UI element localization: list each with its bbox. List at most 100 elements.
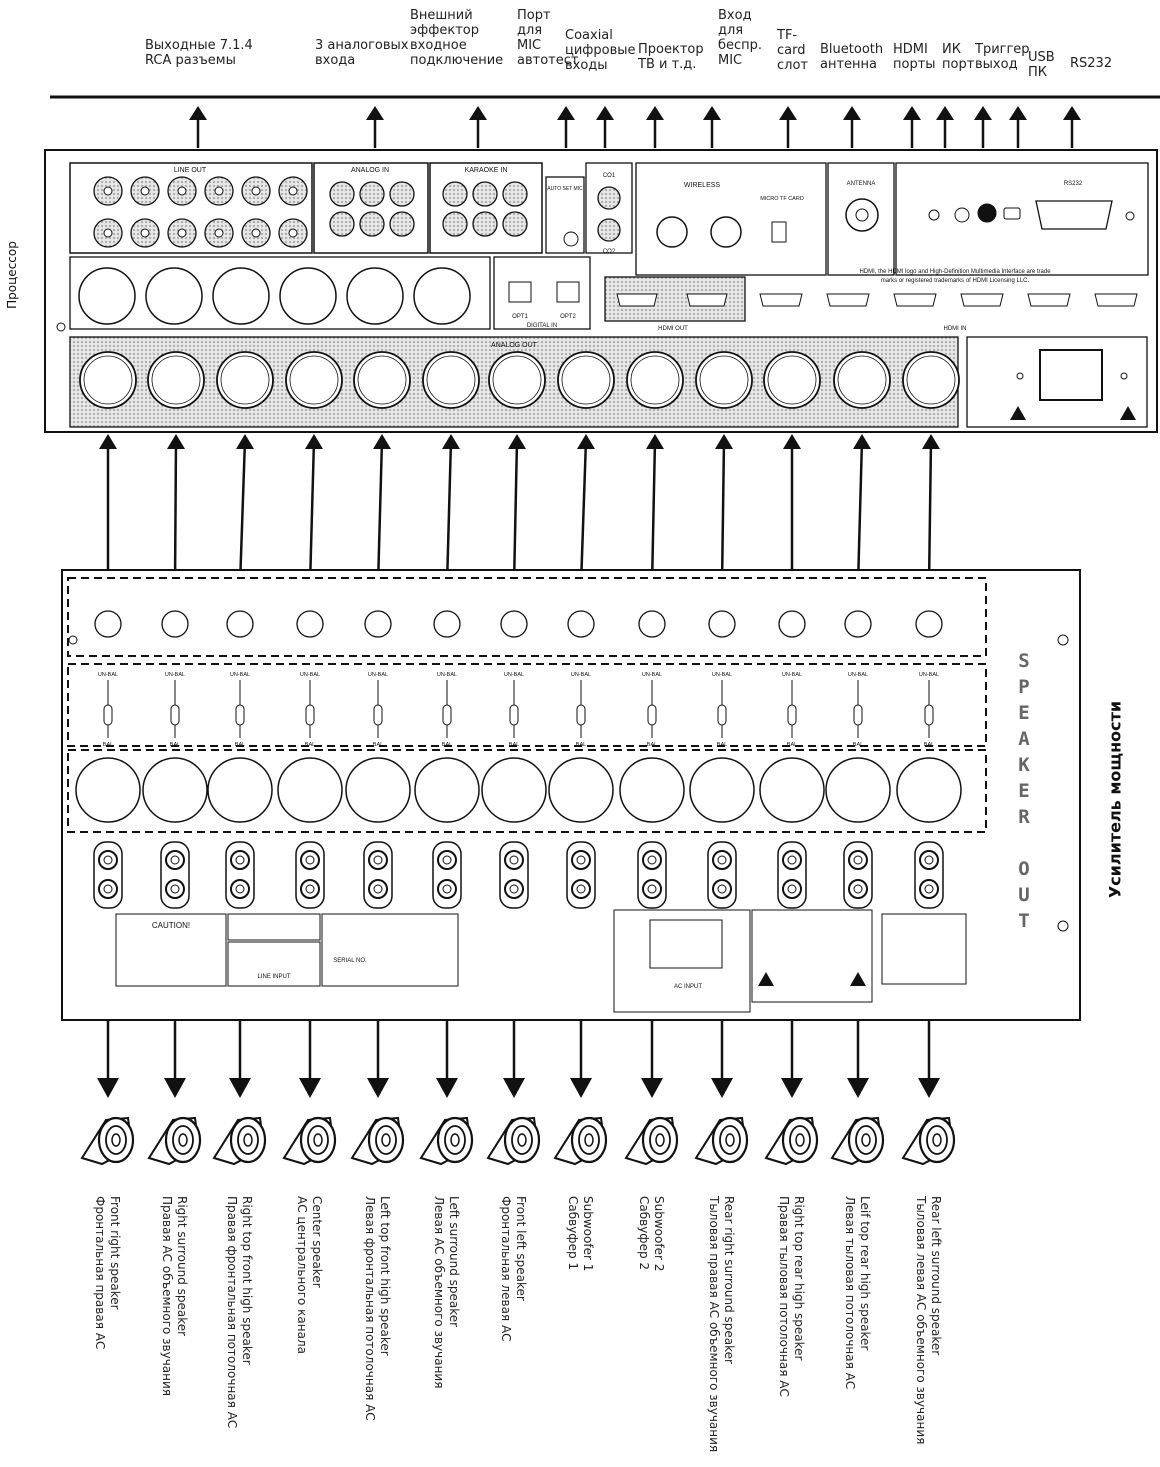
connection-line [720, 439, 726, 586]
binding-post-center [170, 884, 180, 894]
speaker-label-en: Left surround speaker [447, 1196, 461, 1328]
speaker-dust-cap [932, 1133, 942, 1147]
trigger-port [977, 203, 997, 223]
xlr-out-inner [357, 355, 407, 405]
speaker-dust-cap [584, 1133, 594, 1147]
switch-toggle [853, 704, 863, 726]
bal-label: BAL [717, 742, 727, 748]
amp-rca-jack [226, 610, 254, 638]
amp-rca-jack [638, 610, 666, 638]
unbal-label: UN-BAL [98, 672, 118, 678]
speaker-out-letter: A [1018, 728, 1030, 750]
up-arrow-head [596, 106, 614, 120]
rca-jack-center [251, 228, 261, 238]
speaker-label-en: Right surround speaker [175, 1196, 189, 1337]
binding-post-center [103, 855, 113, 865]
connection-arrow-up [373, 434, 391, 449]
amp-rca-jack [296, 610, 324, 638]
speaker-label-ru: Тыловая правая АС объемного звучания [707, 1196, 721, 1453]
opt2-label: OPT2 [560, 314, 576, 320]
rca-jack [329, 211, 355, 237]
amp-xlr-jack [414, 757, 480, 823]
speaker-dust-cap [655, 1133, 665, 1147]
switch-toggle [647, 704, 657, 726]
amp-xlr-jack [825, 757, 891, 823]
amp-xlr-jack [277, 757, 343, 823]
top-label-line: ИК [942, 42, 961, 57]
binding-post-center [305, 884, 315, 894]
xlr-out-inner [906, 355, 956, 405]
speaker-label-en: Rear right surround speaker [722, 1196, 736, 1364]
speaker-arrow-down [781, 1078, 803, 1098]
top-label-line: TF- [777, 28, 798, 43]
rca-jack [502, 181, 528, 207]
xlr-jack [279, 267, 337, 325]
amp-xlr-jack [619, 757, 685, 823]
rca-jack [389, 211, 415, 237]
xlr-out-jack [902, 351, 960, 409]
rca-jack [389, 181, 415, 207]
analog-in-title: ANALOG IN [351, 167, 389, 174]
bal-label: BAL [170, 742, 180, 748]
hdmi-in-port [960, 293, 1004, 307]
screw [1057, 920, 1069, 932]
xlr-out-inner [220, 355, 270, 405]
speaker-icons [80, 1116, 956, 1166]
bal-label: BAL [373, 742, 383, 748]
switch-toggle [373, 704, 383, 726]
coax-jack [597, 218, 621, 242]
top-label-line: ТВ и т.д. [638, 57, 697, 72]
switch-toggle [576, 704, 586, 726]
control-section [895, 162, 1149, 276]
connection-line [376, 439, 384, 586]
binding-post-center [717, 855, 727, 865]
antenna-title: ANTENNA [847, 181, 876, 187]
rs232-port [1035, 200, 1113, 230]
speaker-dust-cap [450, 1133, 460, 1147]
rca-jack-center [214, 228, 224, 238]
connection-arrow-up [305, 434, 323, 449]
binding-post-center [442, 855, 452, 865]
bal-label: BAL [576, 742, 586, 748]
unbal-label: UN-BAL [712, 672, 732, 678]
binding-post-center [442, 884, 452, 894]
amp-xlr-jack [142, 757, 208, 823]
power-inlet [1039, 349, 1103, 401]
binding-post-center [509, 855, 519, 865]
wireless-mic-jack [656, 216, 688, 248]
unbal-label: UN-BAL [300, 672, 320, 678]
speaker-out-letter: O [1018, 858, 1030, 880]
speaker-label-en: Leif top rear high speaker [858, 1196, 872, 1351]
speaker-out-letter: T [1018, 910, 1030, 932]
line-input-text: LINE INPUT [257, 974, 290, 980]
binding-post-center [170, 855, 180, 865]
switch-toggle [509, 704, 519, 726]
micro-tf-title: MICRO TF CARD [760, 196, 804, 202]
amp-xlr-jack [345, 757, 411, 823]
binding-post-center [235, 855, 245, 865]
bal-label: BAL [103, 742, 113, 748]
digital-in-section [493, 256, 591, 330]
top-label-line: Выходные 7.1.4 [145, 38, 253, 53]
up-arrow-head [557, 106, 575, 120]
amp-xlr-jack [548, 757, 614, 823]
up-arrow-head [189, 106, 207, 120]
amp-rca-jack [94, 610, 122, 638]
switch-toggle [103, 704, 113, 726]
speaker-label-ru: АС центрального канала [295, 1196, 309, 1354]
speaker-dust-cap [795, 1133, 805, 1147]
rca-jack [472, 211, 498, 237]
speaker-out-letter: K [1018, 754, 1030, 776]
top-label-line: подключение [410, 53, 504, 68]
top-label-line: MIC [718, 53, 743, 68]
xlr-out-jack [79, 351, 137, 409]
speaker-label-ru: Левая фронтальная потолочная АС [363, 1196, 377, 1421]
speaker-label-en: Rear left surround speaker [929, 1196, 943, 1356]
hdmi-in-port [826, 293, 870, 307]
